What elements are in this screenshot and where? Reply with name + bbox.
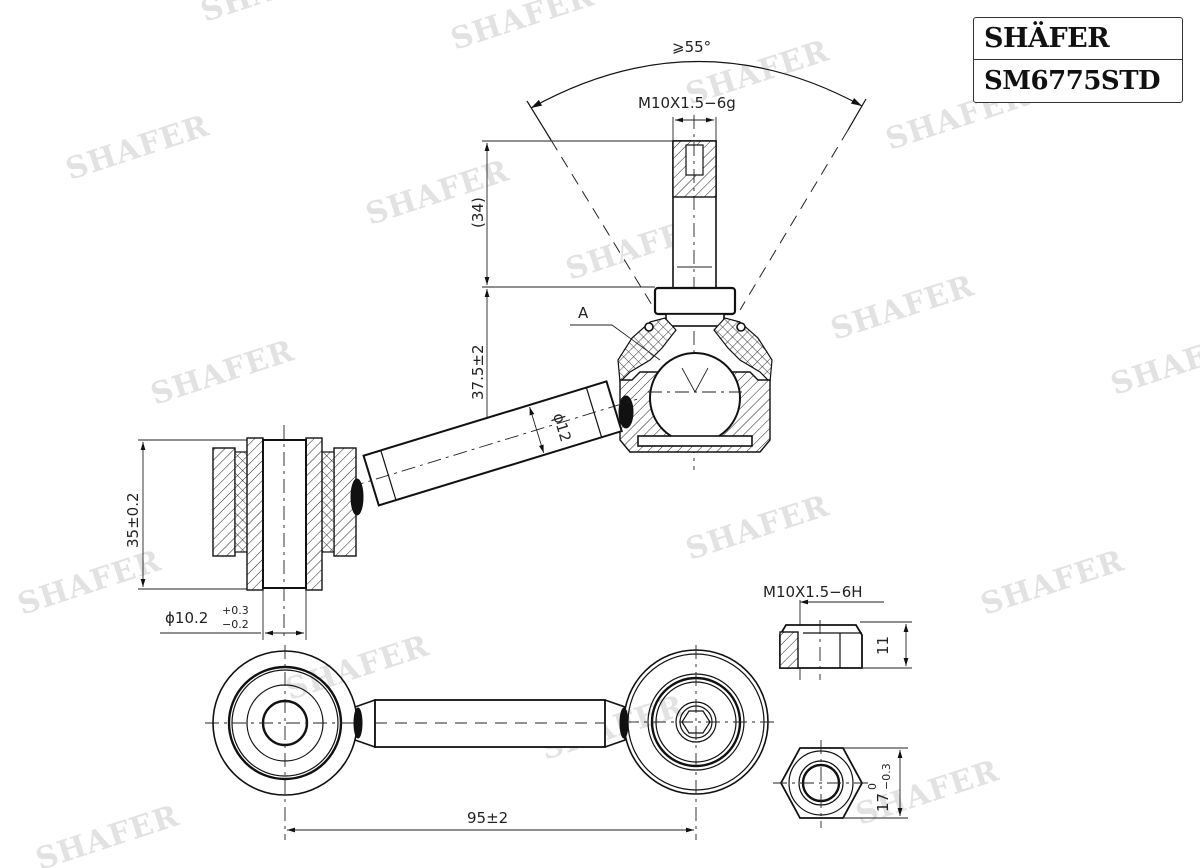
nut-width-tol-lower: −0.3 xyxy=(880,763,893,790)
watermark: SHAFER xyxy=(282,628,434,707)
nut-height-label: 11 xyxy=(874,636,892,655)
bushing-bore-tol-lower: −0.2 xyxy=(222,618,249,631)
ball-joint-height-dims: (34) 37.5±2 A xyxy=(469,140,673,446)
watermark: SHAFER xyxy=(977,543,1129,622)
bushing-bore-tol-upper: +0.3 xyxy=(222,604,249,617)
connecting-rod xyxy=(350,380,638,507)
bushing-height-label: 35±0.2 xyxy=(124,492,142,548)
ball-height-label: 37.5±2 xyxy=(469,344,487,400)
angle-dimension: ⩾55° xyxy=(672,38,711,56)
nut-thread-label: M10X1.5−6H xyxy=(763,583,863,601)
bushing-bore-label: ϕ10.2 xyxy=(165,609,208,627)
nut-width-label: 17 xyxy=(874,793,892,812)
nut-side-view: M10X1.5−6H 11 xyxy=(763,583,912,680)
stud-length-label: (34) xyxy=(469,197,487,228)
top-view: 95±2 xyxy=(205,645,775,840)
watermark: SHAFER xyxy=(362,153,514,232)
watermark: SHAFER xyxy=(32,798,184,868)
section-label-a: A xyxy=(578,304,589,322)
title-block: SHÄFER SM6775STD xyxy=(973,17,1183,103)
bushing-section: 35±0.2 ϕ10.2 +0.3 −0.2 xyxy=(124,425,364,640)
watermark: SHAFER xyxy=(1107,323,1200,402)
watermark: SHAFER xyxy=(197,0,349,30)
watermark: SHAFER xyxy=(62,108,214,187)
part-number: SM6775STD xyxy=(984,66,1161,96)
watermark: SHAFER xyxy=(682,488,834,567)
nut-top-view: 17 0 −0.3 xyxy=(773,740,908,828)
watermark: SHAFER xyxy=(827,268,979,347)
stud-thread-label: M10X1.5−6g xyxy=(638,94,736,112)
nut-width-tol-upper: 0 xyxy=(866,783,879,790)
watermark: SHAFER xyxy=(147,333,299,412)
brand-name: SHÄFER xyxy=(974,18,1182,60)
center-distance-label: 95±2 xyxy=(467,809,508,827)
watermark: SHAFER xyxy=(447,0,599,58)
ball-joint-section: ⩾55° M10X1.5−6g xyxy=(526,38,867,470)
